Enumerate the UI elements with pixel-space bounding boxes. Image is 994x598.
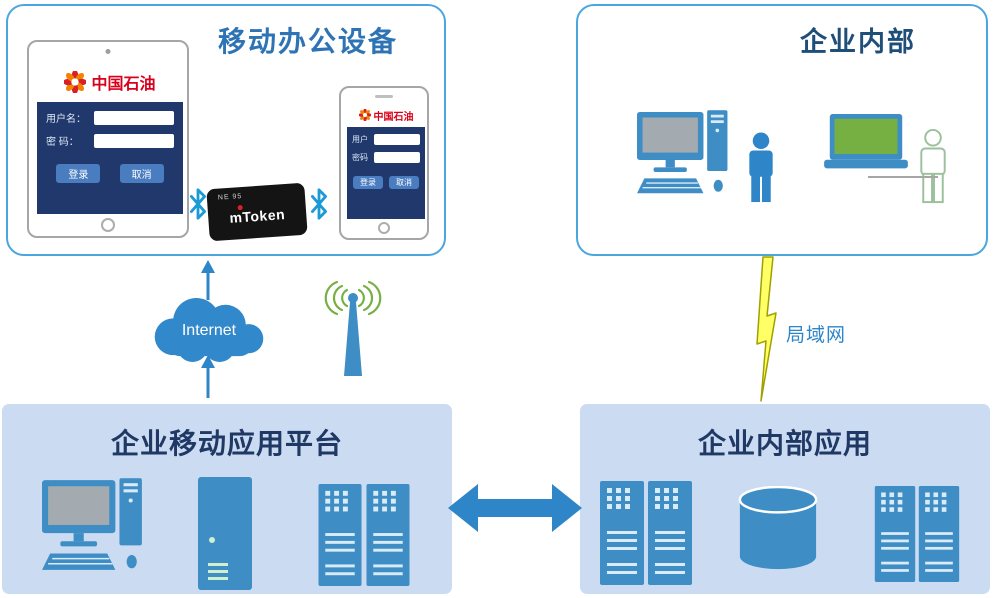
mtoken-device: NE 95 mToken — [206, 182, 308, 242]
tablet-username-label: 用户名： — [46, 114, 86, 125]
tablet-username-row: 用户名： — [46, 110, 174, 125]
enterprise-internal-group: 企业内部 — [576, 4, 988, 256]
server-rack-icon — [874, 486, 916, 582]
desk-line — [868, 176, 938, 178]
tablet-cancel-button: 取消 — [119, 164, 164, 183]
tablet-buttons-row: 登录 取消 — [37, 164, 183, 183]
phone-brand-text: 中国石油 — [373, 111, 414, 123]
bluetooth-icon — [308, 188, 330, 220]
lightning-bolt — [756, 256, 777, 402]
phone-buttons-row: 登录 取消 — [347, 176, 425, 189]
person-outline-icon — [914, 128, 952, 206]
phone-password-row: 密码 — [352, 152, 420, 163]
phone-password-label: 密码 — [352, 153, 368, 162]
tablet-username-input — [94, 110, 174, 125]
tablet-brand-band: 中国石油 — [37, 62, 183, 102]
server-rack-icon — [600, 480, 644, 586]
desktop-computer-icon — [637, 110, 733, 197]
tablet-camera-dot — [105, 49, 111, 54]
wireless-antenna-icon — [324, 280, 382, 376]
double-arrow — [448, 484, 582, 532]
mobile-platform-title: 企业移动应用平台 — [110, 429, 343, 460]
phone-cancel-button: 取消 — [389, 176, 419, 189]
tablet-login-button: 登录 — [56, 164, 101, 183]
phone-brand-band: 中国石油 — [347, 103, 425, 127]
phone-username-input — [374, 134, 420, 145]
server-rack-icon — [648, 480, 692, 586]
mobile-devices-group: 移动办公设备 中国石油 用户名： 密 码： 登录 取消 — [6, 4, 446, 256]
tablet-password-label: 密 码： — [46, 137, 79, 148]
enterprise-internal-title: 企业内部 — [800, 27, 916, 57]
phone-speaker — [375, 95, 393, 98]
tablet-brand-text: 中国石油 — [91, 76, 156, 93]
phone-username-row: 用户 — [352, 134, 420, 145]
tablet-device: 中国石油 用户名： 密 码： 登录 取消 — [27, 40, 189, 238]
database-icon — [737, 486, 819, 572]
server-rack-icon — [366, 484, 410, 586]
laptop-icon — [824, 114, 908, 175]
tablet-password-input — [94, 133, 174, 148]
phone-screen: 中国石油 用户 密码 登录 取消 — [347, 103, 425, 219]
internet-label: Internet — [181, 322, 237, 339]
mobile-devices-title: 移动办公设备 — [217, 26, 398, 57]
petrochina-logo-icon — [64, 71, 86, 93]
bluetooth-icon — [187, 188, 209, 220]
server-rack-icon — [918, 486, 960, 582]
tablet-home-button — [101, 218, 115, 232]
internal-apps-group: 企业内部应用 — [580, 404, 990, 594]
desktop-computer-icon — [42, 478, 148, 574]
phone-home-button — [378, 222, 390, 234]
server-tower-icon — [198, 477, 252, 590]
person-icon — [744, 132, 778, 204]
phone-device: 中国石油 用户 密码 登录 取消 — [339, 86, 429, 240]
lan-label: 局域网 — [786, 325, 847, 346]
phone-password-input — [374, 152, 420, 163]
phone-username-label: 用户 — [352, 135, 368, 144]
tablet-screen: 中国石油 用户名： 密 码： 登录 取消 — [37, 62, 183, 214]
phone-login-button: 登录 — [353, 176, 383, 189]
internal-apps-title: 企业内部应用 — [697, 429, 872, 460]
server-rack-icon — [318, 484, 362, 586]
petrochina-logo-icon — [359, 109, 371, 121]
mtoken-model: NE 95 — [217, 192, 243, 202]
mtoken-label: mToken — [228, 206, 286, 226]
internet-cloud: Internet — [146, 290, 272, 368]
mobile-platform-group: 企业移动应用平台 — [2, 404, 452, 594]
tablet-password-row: 密 码： — [46, 133, 174, 148]
